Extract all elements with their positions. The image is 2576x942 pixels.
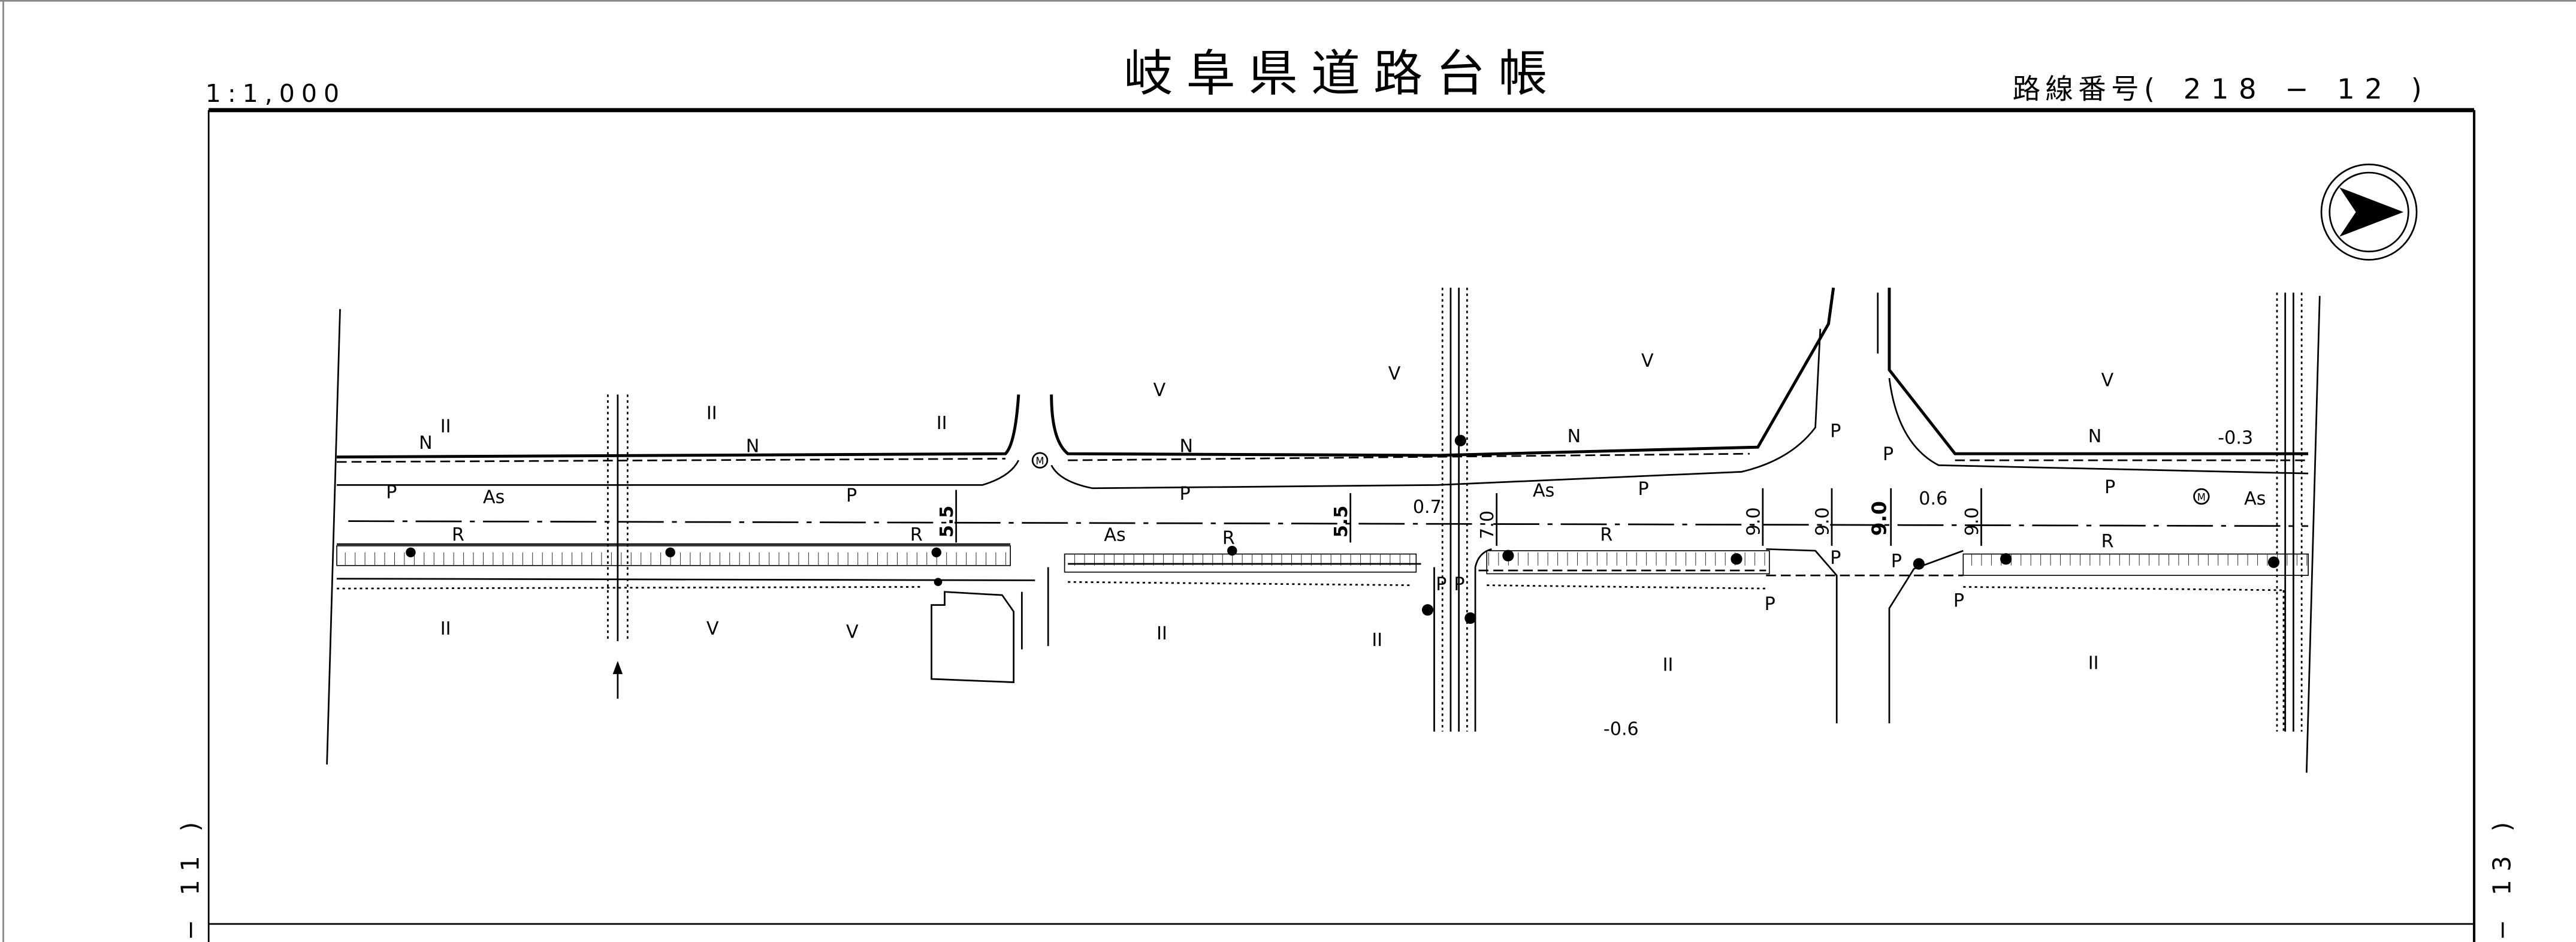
label-field: V	[706, 618, 719, 639]
label-p: P	[1638, 479, 1648, 500]
label-p: P	[1765, 594, 1775, 615]
elevation-label: -0.6	[1603, 718, 1639, 739]
label-n: N	[419, 433, 433, 454]
route-label: 路線番号	[2013, 73, 2144, 105]
road-plan	[326, 287, 2321, 773]
label-field: V	[1641, 351, 1654, 372]
label-n: N	[1568, 426, 1581, 447]
label-n: N	[746, 436, 760, 457]
width-dimension: 5.5	[1331, 506, 1352, 538]
label-n: N	[2088, 426, 2102, 447]
elevation-label: -0.3	[2218, 428, 2253, 449]
label-asphalt: As	[1533, 481, 1554, 502]
width-dimension: 7.0	[1477, 511, 1498, 539]
label-p: P	[1953, 590, 1964, 611]
label-field: V	[1388, 364, 1401, 385]
page-title: 岐阜県道路台帳	[1124, 46, 1560, 102]
label-p: P	[1454, 574, 1464, 595]
label-r: R	[910, 525, 923, 546]
manhole-icon	[2193, 488, 2210, 505]
label-field: V	[2101, 370, 2114, 391]
label-paddy: II	[1372, 630, 1382, 651]
label-p: P	[386, 482, 397, 503]
manhole-icon	[1031, 452, 1049, 469]
label-p: P	[1830, 548, 1841, 569]
route-number: ( 218 − 12 )	[2144, 73, 2432, 105]
label-p: P	[1830, 421, 1841, 442]
label-paddy: II	[1156, 623, 1167, 644]
label-field: V	[846, 621, 859, 642]
width-dimension: 9.0	[1962, 507, 1983, 536]
label-manhole: M	[1035, 455, 1044, 467]
label-n: N	[1180, 436, 1194, 457]
label-paddy: II	[1663, 654, 1674, 675]
label-p: P	[2104, 477, 2115, 498]
label-p: P	[1883, 444, 1894, 465]
label-r: R	[1222, 528, 1235, 549]
label-field: V	[1153, 380, 1166, 401]
label-manhole: M	[2197, 491, 2206, 503]
label-p: P	[1891, 551, 1902, 572]
label-r: R	[1600, 525, 1612, 546]
width-dimension: 9.0	[1867, 501, 1891, 536]
elevation-label: 0.7	[1413, 497, 1442, 518]
label-asphalt: As	[1104, 525, 1125, 546]
label-r: R	[452, 525, 464, 546]
scale-label: 1:1,000	[206, 79, 346, 108]
width-dimension: 9.0	[1743, 507, 1764, 536]
width-dimension: 5.5	[937, 506, 958, 538]
label-asphalt: As	[483, 487, 505, 508]
previous-sheet-link[interactable]: − 11 )	[176, 814, 205, 940]
width-dimension: 9.0	[1813, 507, 1834, 536]
elevation-label: 0.6	[1919, 488, 1947, 509]
label-paddy: II	[440, 416, 451, 437]
north-arrow-icon	[2320, 163, 2418, 261]
label-paddy: II	[440, 618, 451, 639]
label-paddy: II	[937, 413, 947, 434]
label-asphalt: As	[2244, 488, 2266, 509]
map-labels: N N N N N II II II II II II II II V V V …	[386, 351, 2266, 740]
label-paddy: II	[706, 403, 717, 424]
label-p: P	[1180, 484, 1191, 505]
label-r: R	[2101, 532, 2114, 552]
next-sheet-link[interactable]: − 13 )	[2487, 814, 2516, 940]
label-p: P	[1436, 574, 1446, 595]
label-p: P	[846, 485, 857, 506]
label-paddy: II	[2088, 653, 2099, 674]
